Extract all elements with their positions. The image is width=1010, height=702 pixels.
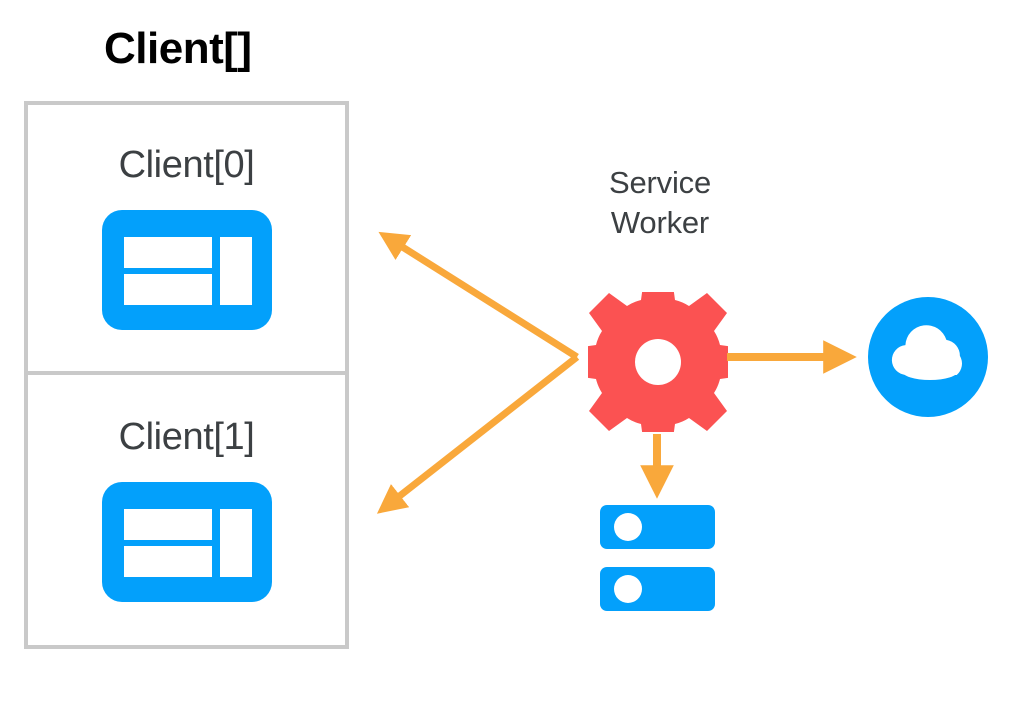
client-1-label: Client[1] <box>118 416 255 458</box>
service-worker-label-line1: Service <box>609 165 711 200</box>
page-title: Client[] <box>104 24 252 73</box>
gear-icon[interactable] <box>588 292 728 432</box>
client-0-label: Client[0] <box>118 144 255 186</box>
browser-window-icon <box>101 482 272 602</box>
browser-window-icon <box>101 210 272 330</box>
service-worker-label: Service Worker <box>560 163 760 242</box>
client-item-1[interactable]: Client[1] <box>28 375 345 645</box>
storage-database-icon[interactable] <box>600 505 715 613</box>
arrow-sw-to-client0 <box>378 231 579 360</box>
cloud-icon[interactable] <box>868 297 988 417</box>
service-worker-label-line2: Worker <box>610 204 710 240</box>
client-item-0[interactable]: Client[0] <box>28 105 345 375</box>
clients-array-container: Client[0] Client[1] <box>24 101 349 649</box>
arrow-sw-to-client1 <box>376 354 580 514</box>
